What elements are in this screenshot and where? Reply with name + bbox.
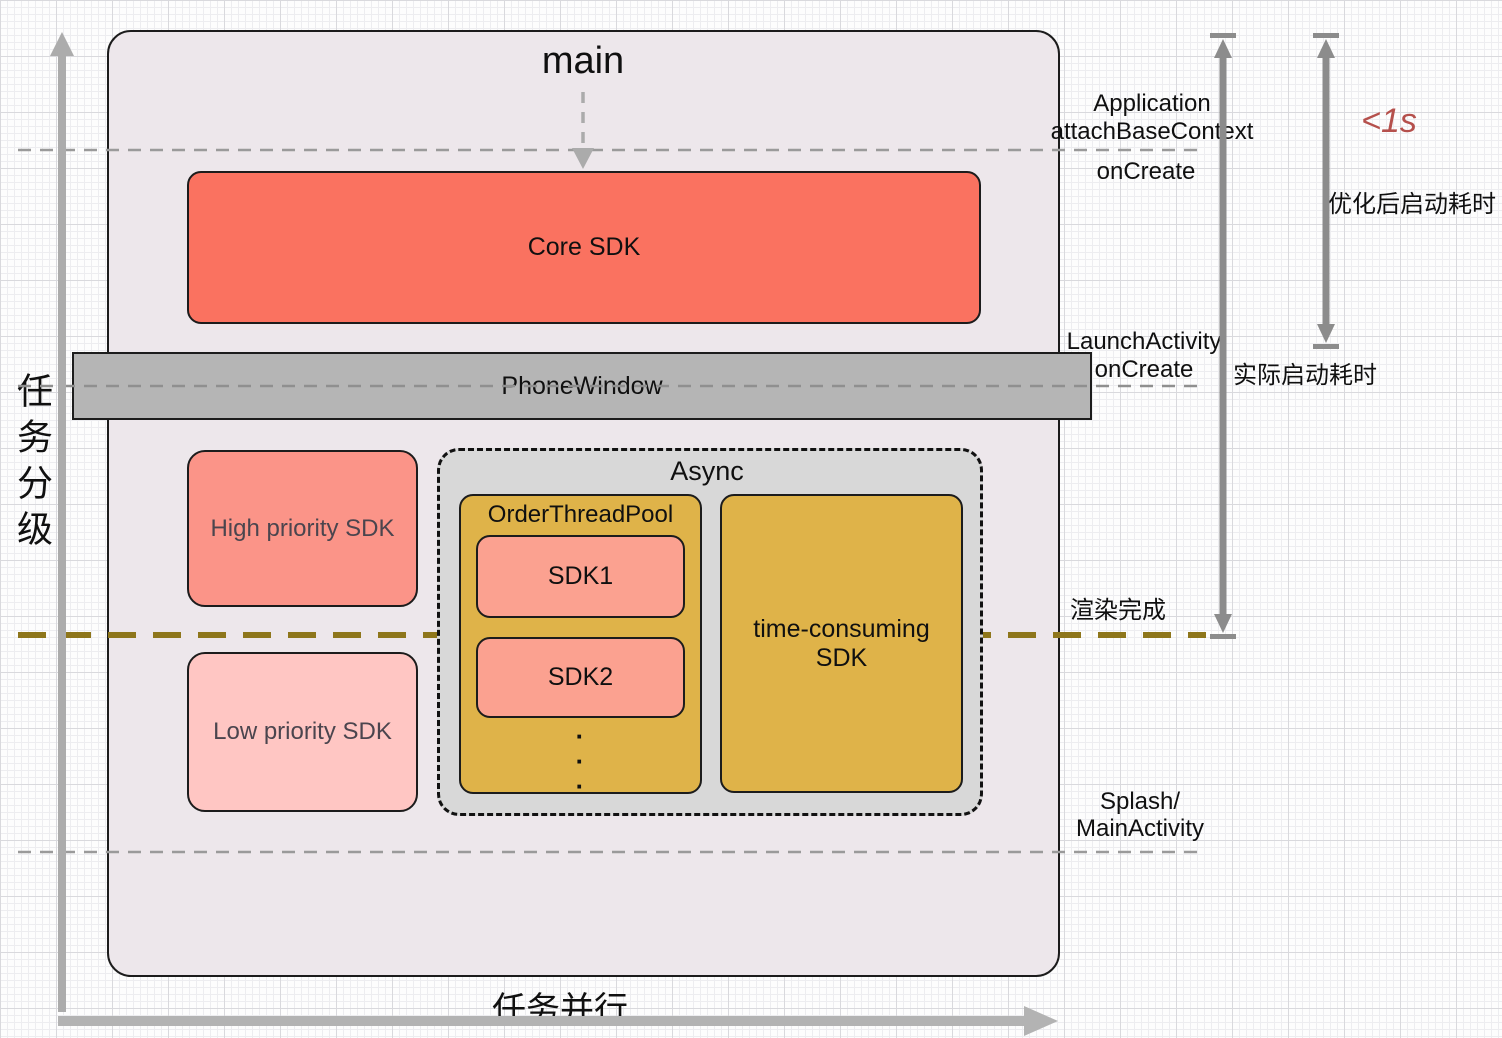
vertical-axis-label: 任务分级 <box>12 372 53 556</box>
sdk2-label: SDK2 <box>547 663 614 691</box>
async-group-label: Async <box>670 456 744 486</box>
application-oncreate-label: onCreate <box>1096 158 1196 185</box>
time-consuming-sdk-box: time-consuming SDK <box>720 494 963 793</box>
under-one-second-badge: <1s <box>1361 102 1417 140</box>
core-sdk-box: Core SDK <box>187 171 981 324</box>
optimized-startup-time-label: 优化后启动耗时 <box>1328 191 1496 218</box>
phone-window-bar: PhoneWindow <box>72 352 1092 420</box>
order-thread-pool-label: OrderThreadPool <box>487 501 674 528</box>
time-consuming-sdk-label: time-consuming SDK <box>753 614 930 672</box>
sdk2-box: SDK2 <box>476 637 685 718</box>
low-priority-sdk-label: Low priority SDK <box>213 718 392 745</box>
sdk1-label: SDK1 <box>547 562 614 590</box>
more-sdks-ellipsis: · · · <box>566 721 594 801</box>
main-activity-line: MainActivity <box>1075 815 1205 842</box>
ellipsis-dot: · <box>575 771 585 801</box>
application-line: Application <box>1093 90 1211 117</box>
actual-startup-time-label: 实际启动耗时 <box>1233 362 1377 389</box>
horizontal-axis-label: 任务并行 <box>492 991 628 1029</box>
launch-activity-label: LaunchActivity onCreate <box>1067 328 1222 384</box>
application-attach-label: Application attachBaseContext <box>1051 90 1254 146</box>
phone-window-label: PhoneWindow <box>501 371 663 400</box>
launch-oncreate-line: onCreate <box>1094 356 1194 383</box>
high-priority-sdk-label: High priority SDK <box>210 514 395 542</box>
splash-main-activity-label: Splash/ MainActivity <box>1076 788 1204 842</box>
ellipsis-dot: · <box>575 746 585 776</box>
low-priority-sdk-box: Low priority SDK <box>187 652 418 812</box>
splash-line: Splash/ <box>1099 788 1181 815</box>
sdk1-box: SDK1 <box>476 535 685 618</box>
high-priority-sdk-box: High priority SDK <box>187 450 418 607</box>
attach-base-context-line: attachBaseContext <box>1050 118 1254 145</box>
launch-activity-line: LaunchActivity <box>1066 328 1222 355</box>
render-complete-label: 渲染完成 <box>1070 597 1166 624</box>
core-sdk-label: Core SDK <box>527 233 641 261</box>
ellipsis-dot: · <box>575 721 585 751</box>
main-thread-label: main <box>541 40 625 82</box>
